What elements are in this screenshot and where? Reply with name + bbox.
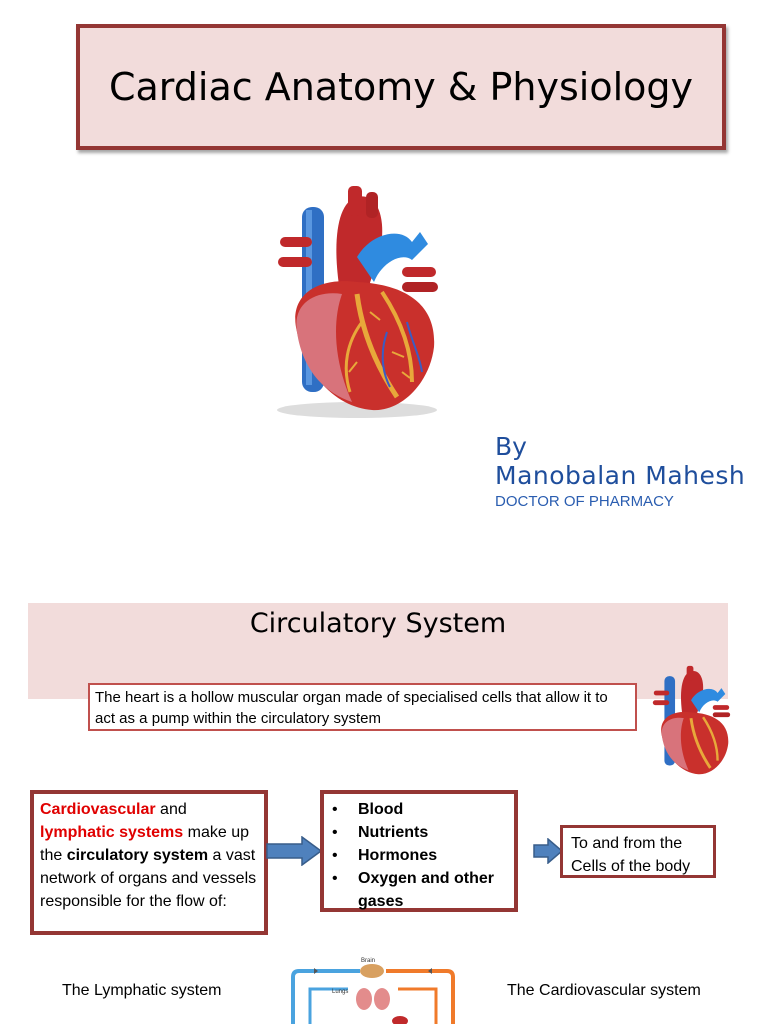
author-by: By — [495, 432, 527, 461]
flow-item: Oxygen and other gases — [332, 867, 508, 913]
title-box: Cardiac Anatomy & Physiology — [76, 24, 726, 150]
text-make-up: make up — [183, 824, 249, 841]
circulation-diagram: Brain Lungs — [291, 958, 455, 1024]
flow-item: Blood — [332, 798, 508, 821]
brain-label: Brain — [361, 958, 375, 964]
text-and: and — [155, 801, 187, 818]
lungs-label: Lungs — [332, 989, 348, 995]
arrow-right-icon — [533, 838, 563, 864]
author-block: By Manobalan Mahesh DOCTOR OF PHARMACY — [495, 432, 745, 510]
definition-box: The heart is a hollow muscular organ mad… — [88, 683, 637, 731]
section-title: Circulatory System — [249, 608, 507, 639]
arrow-right-icon — [266, 836, 322, 866]
small-heart-illustration — [652, 665, 731, 775]
cardiovascular-system-label: The Cardiovascular system — [507, 982, 701, 999]
destination-box: To and from the Cells of the body — [560, 825, 716, 878]
lymphatic-term: lymphatic systems — [40, 824, 184, 841]
text-the: the — [40, 847, 67, 864]
flow-item: Hormones — [332, 844, 508, 867]
author-name: Manobalan Mahesh — [495, 461, 746, 490]
lymphatic-system-label: The Lymphatic system — [62, 982, 222, 999]
author-credential: DOCTOR OF PHARMACY — [495, 493, 674, 510]
page-title: Cardiac Anatomy & Physiology — [108, 65, 694, 109]
circulatory-term: circulatory system — [66, 847, 209, 864]
circulatory-system-box: Cardiovascular and lymphatic systems mak… — [30, 790, 268, 935]
heart-illustration — [277, 186, 438, 418]
flow-items-box: Blood Nutrients Hormones Oxygen and othe… — [320, 790, 518, 912]
cardiovascular-term: Cardiovascular — [40, 801, 156, 818]
text-description: a vast network of organs and vessels res… — [40, 847, 257, 910]
flow-item: Nutrients — [332, 821, 508, 844]
